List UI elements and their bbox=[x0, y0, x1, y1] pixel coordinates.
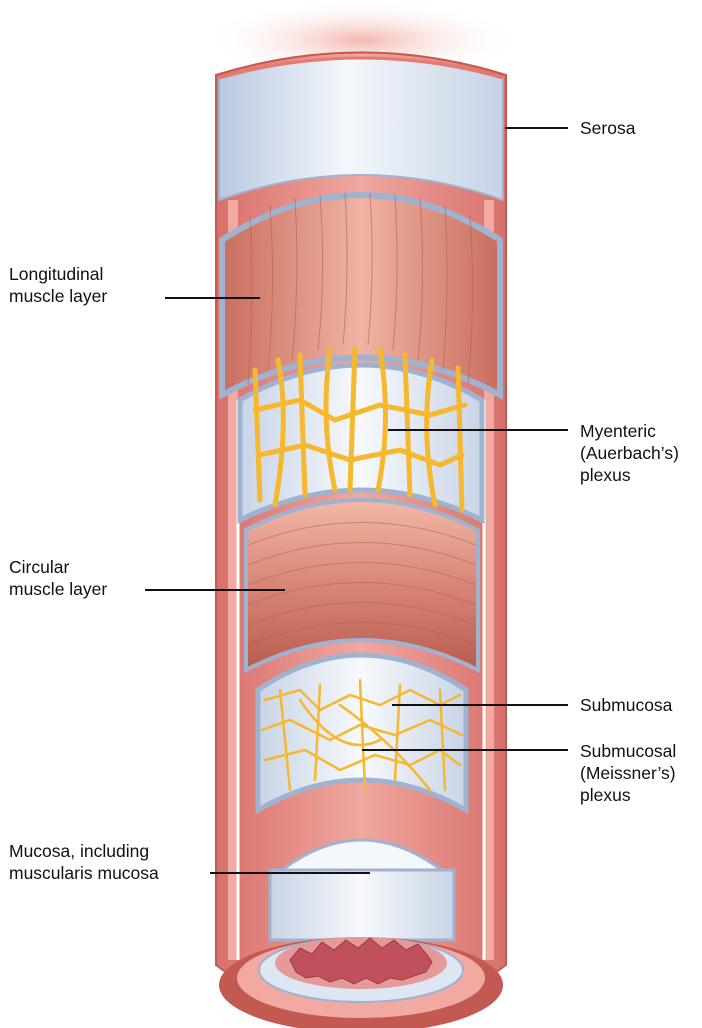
label-submucosal-line3: plexus bbox=[580, 784, 676, 806]
label-myenteric-plexus: Myenteric (Auerbach’s) plexus bbox=[580, 420, 679, 486]
label-myenteric-line3: plexus bbox=[580, 464, 679, 486]
label-longitudinal-muscle: Longitudinal muscle layer bbox=[9, 263, 107, 307]
label-circular-muscle: Circular muscle layer bbox=[9, 556, 107, 600]
label-submucosal-line2: (Meissner’s) bbox=[580, 762, 676, 784]
label-serosa-line: Serosa bbox=[580, 117, 635, 139]
label-submucosa: Submucosa bbox=[580, 694, 672, 716]
label-mucosa-line1: Mucosa, including bbox=[9, 840, 159, 862]
label-longitudinal-line2: muscle layer bbox=[9, 285, 107, 307]
label-longitudinal-line1: Longitudinal bbox=[9, 263, 107, 285]
label-submucosa-line: Submucosa bbox=[580, 694, 672, 716]
label-circular-line1: Circular bbox=[9, 556, 107, 578]
label-serosa: Serosa bbox=[580, 117, 635, 139]
label-mucosa-line2: muscularis mucosa bbox=[9, 862, 159, 884]
label-myenteric-line1: Myenteric bbox=[580, 420, 679, 442]
label-mucosa: Mucosa, including muscularis mucosa bbox=[9, 840, 159, 884]
label-myenteric-line2: (Auerbach’s) bbox=[580, 442, 679, 464]
label-submucosal-plexus: Submucosal (Meissner’s) plexus bbox=[580, 740, 676, 806]
label-submucosal-line1: Submucosal bbox=[580, 740, 676, 762]
label-circular-line2: muscle layer bbox=[9, 578, 107, 600]
